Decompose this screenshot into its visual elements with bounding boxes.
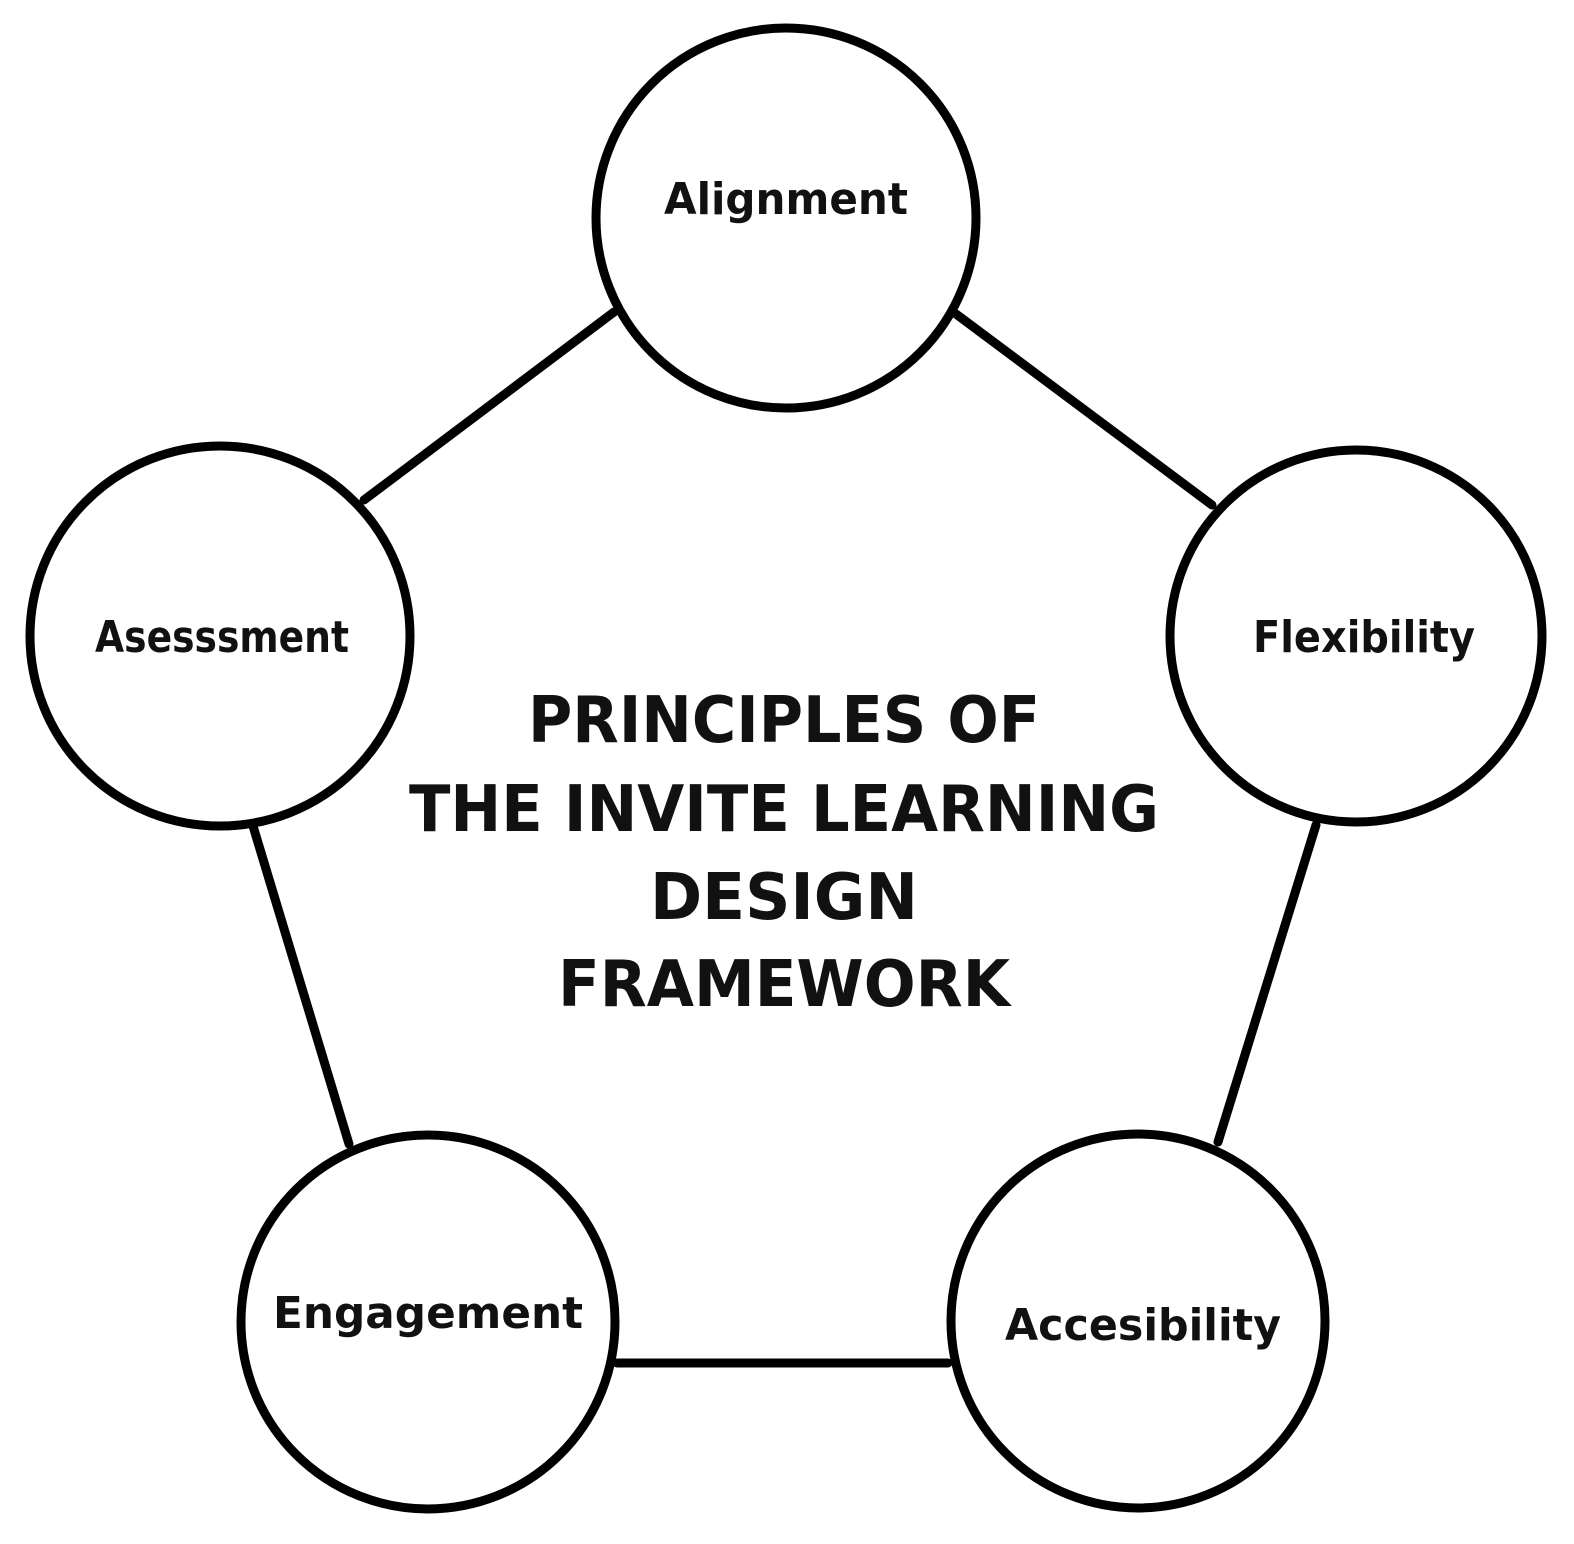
node-asesssment: Asesssment: [25, 441, 415, 831]
center-title-line-3: DESIGN: [650, 861, 918, 935]
center-title: PRINCIPLES OF THE INVITE LEARNING DESIGN…: [409, 684, 1159, 1022]
center-title-line-2: THE INVITE LEARNING: [409, 773, 1159, 847]
node-flexibility-circle: [1165, 445, 1547, 827]
node-asesssment-label: Asesssment: [95, 612, 349, 663]
center-title-line-1: PRINCIPLES OF: [528, 684, 1040, 758]
connector-alignment-flexibility: [951, 309, 1217, 510]
node-flexibility-label: Flexibility: [1253, 612, 1475, 663]
node-alignment-label: Alignment: [664, 174, 908, 225]
node-alignment-circle: [591, 23, 981, 413]
connector-engagement-asesssment: [248, 821, 354, 1149]
node-alignment: Alignment: [591, 23, 981, 413]
node-accesibility-circle: [946, 1129, 1330, 1513]
node-accesibility-label: Accesibility: [1005, 1300, 1281, 1351]
node-asesssment-circle: [25, 441, 415, 831]
node-engagement: Engagement: [236, 1130, 620, 1514]
node-flexibility: Flexibility: [1165, 445, 1547, 827]
node-engagement-label: Engagement: [273, 1288, 583, 1339]
center-title-line-4: FRAMEWORK: [558, 948, 1012, 1022]
connector-asesssment-alignment: [359, 307, 619, 505]
connector-flexibility-accesibility: [1213, 820, 1321, 1147]
node-accesibility: Accesibility: [946, 1129, 1330, 1513]
node-engagement-circle: [236, 1130, 620, 1514]
connector-lines: [248, 307, 1321, 1368]
